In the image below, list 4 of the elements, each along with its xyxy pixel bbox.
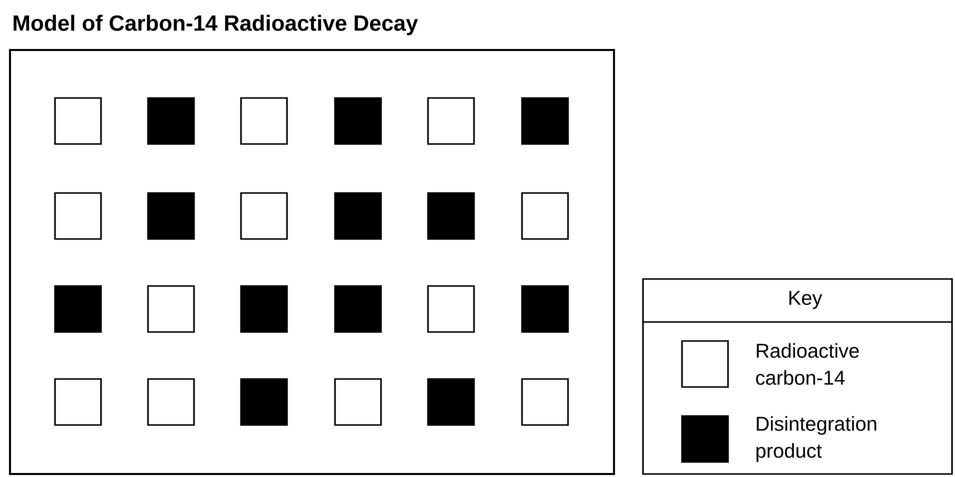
- legend-text: Radioactive carbon-14: [756, 343, 859, 385]
- legend-text: Disintegration product: [756, 416, 876, 462]
- title: Model of Carbon-14 Radioactive Decay: [14, 14, 418, 36]
- key-heading: Key: [789, 291, 822, 309]
